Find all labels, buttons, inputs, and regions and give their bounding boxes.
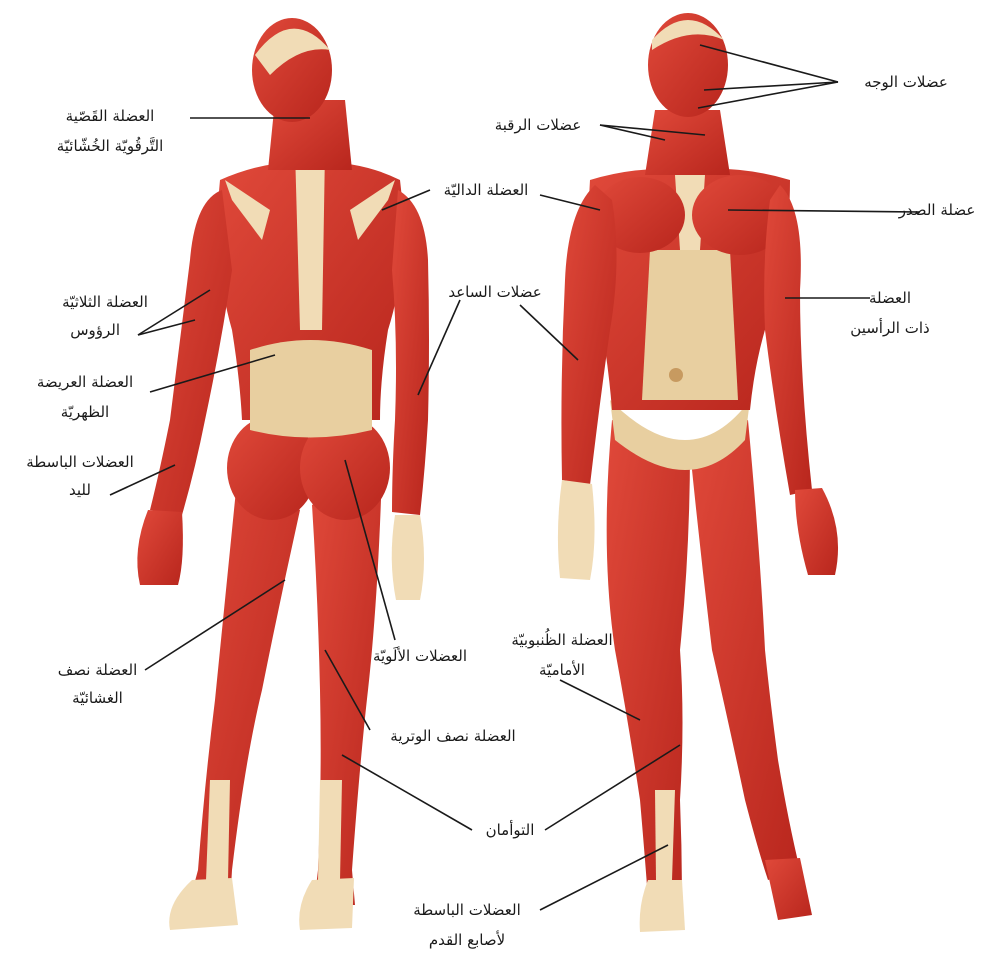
- back-calf-tendon-left: [206, 780, 230, 880]
- back-lower-pale: [250, 340, 372, 438]
- front-right-hand: [795, 488, 838, 575]
- label-toe-extensors: العضلات الباسطة لأصابع القدم: [392, 900, 542, 950]
- label-tibialis: العضلة الظُنبوبيّة الأماميّة: [492, 630, 632, 680]
- front-right-foot: [765, 858, 812, 920]
- front-neck: [645, 110, 730, 175]
- leader-gastro-back: [342, 755, 472, 830]
- label-gluteal: العضلات الألَويّة: [355, 646, 485, 666]
- label-chest-muscle: عضلة الصدر: [888, 200, 986, 220]
- front-left-hand: [558, 480, 595, 580]
- front-left-foot: [640, 880, 685, 932]
- back-left-foot: [169, 878, 238, 930]
- back-calf-tendon-right: [318, 780, 342, 880]
- front-right-leg: [690, 420, 800, 880]
- back-right-foot: [299, 878, 354, 930]
- label-face-muscles: عضلات الوجه: [846, 72, 966, 92]
- back-left-hand: [137, 510, 183, 585]
- front-abdomen: [642, 250, 738, 400]
- label-biceps: العضلة ذات الرأسين: [830, 288, 950, 338]
- back-left-leg: [190, 470, 300, 905]
- label-forearm-muscles: عضلات الساعد: [430, 282, 560, 302]
- front-right-arm: [764, 185, 812, 495]
- back-spine: [295, 150, 325, 330]
- label-semimembranosus: العضلة نصف الغشائيّة: [40, 660, 155, 708]
- label-triceps: العضلة الثلاثيّة الرؤوس: [40, 292, 170, 340]
- back-right-arm: [392, 190, 429, 515]
- front-figure: [558, 13, 838, 932]
- back-left-arm: [150, 190, 232, 515]
- label-neck-muscles: عضلات الرقبة: [478, 115, 598, 135]
- label-hand-extensors: العضلات الباسطة لليد: [10, 452, 150, 500]
- front-shin-tendon-left: [655, 790, 675, 880]
- label-semitendinosus: العضلة نصف الوترية: [368, 726, 538, 746]
- label-latissimus: العضلة العريضة الظهريّة: [10, 372, 160, 422]
- label-gastrocnemius: التوأمان: [470, 820, 550, 840]
- back-right-hand: [392, 515, 424, 600]
- front-navel: [669, 368, 683, 382]
- front-left-arm: [561, 185, 616, 485]
- label-sternocleidomastoid: العضلة القَصّية التَّرقُويّة الخُشّائيّة: [30, 106, 190, 156]
- label-deltoid: العضلة الداليّة: [430, 180, 542, 200]
